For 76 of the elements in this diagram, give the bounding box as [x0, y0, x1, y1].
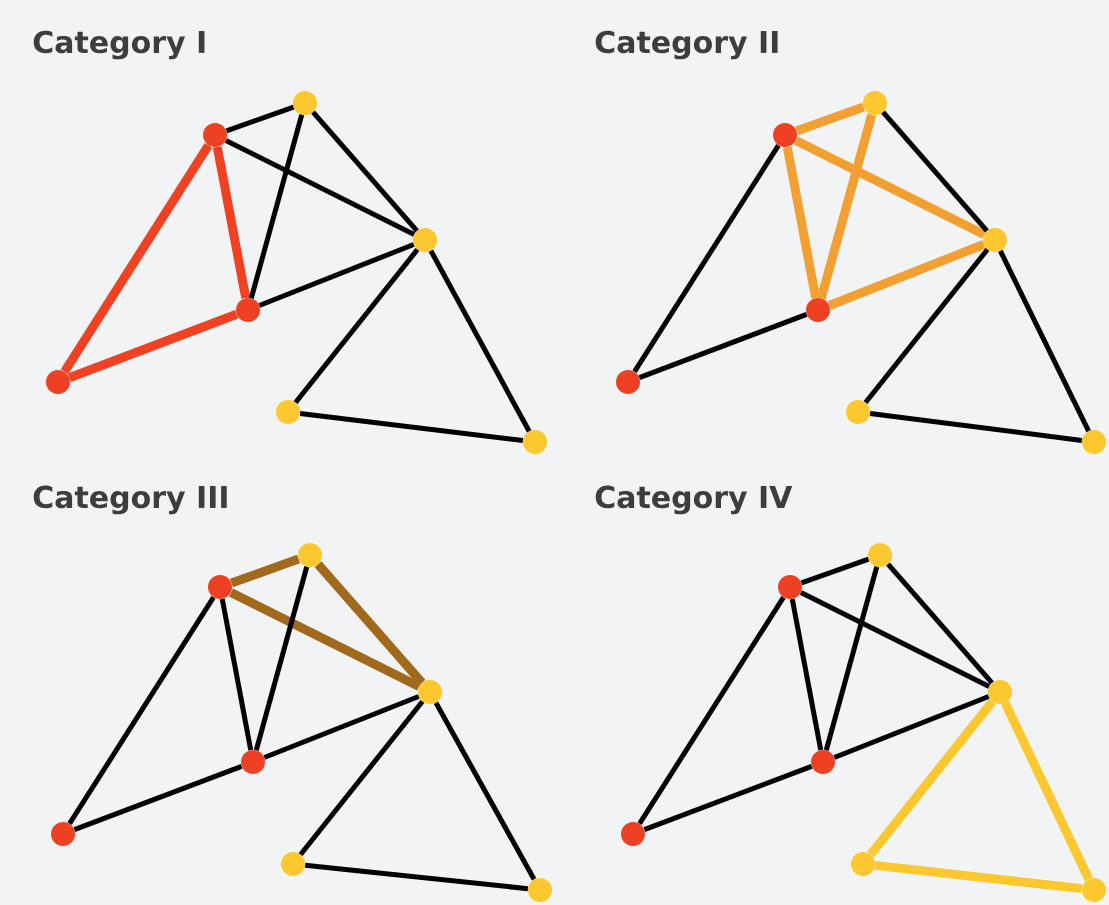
graph-vertex [51, 822, 75, 846]
graph-edge [863, 248, 990, 404]
graph-edge [874, 860, 1083, 894]
graph-vertex [298, 543, 322, 567]
graph-edge [637, 595, 786, 826]
graph-edge [248, 114, 305, 299]
graph-edge [230, 554, 300, 588]
graph-vertex [528, 878, 552, 902]
graph-edge [833, 694, 990, 760]
graph-edge [225, 104, 295, 134]
graph-edge [881, 110, 989, 233]
graph-edge [304, 862, 529, 892]
graph-edge [800, 556, 870, 586]
panel-heading: Category I [33, 30, 205, 60]
graph-edge [224, 138, 416, 237]
graph-vertex [983, 228, 1007, 252]
graph-edge [782, 146, 821, 299]
graph-vertex [868, 543, 892, 567]
graph-edge [314, 561, 426, 686]
graph-edge [253, 566, 310, 751]
graph-edge [789, 598, 824, 751]
graph-edge [886, 562, 994, 685]
graph-edge [823, 566, 880, 751]
graph-edge [869, 411, 1083, 443]
panel-heading: Category IV [595, 485, 793, 515]
graph-edge [827, 240, 986, 310]
graph-edge [298, 699, 425, 856]
graph-vertex [863, 91, 887, 115]
graph-vertex [203, 123, 227, 147]
graph-vertex [806, 298, 830, 322]
graph-vertex [778, 575, 802, 599]
graph-edge [67, 310, 239, 382]
graph-edge [311, 110, 419, 233]
graph-edge [258, 242, 415, 308]
graph-vertex [1082, 430, 1106, 454]
graph-edge [293, 248, 420, 404]
graph-edge [1001, 701, 1093, 881]
graph-vertex [1082, 878, 1106, 902]
graph-vertex [523, 430, 547, 454]
graph-vertex [276, 400, 300, 424]
graph-vertex [241, 750, 265, 774]
graph-vertex [281, 852, 305, 876]
graph-edge [867, 698, 996, 858]
graph-edge [998, 249, 1091, 433]
graph-edge [793, 136, 987, 239]
graph-edge [428, 249, 532, 433]
graph-vertex [46, 370, 70, 394]
graph-vertex [846, 400, 870, 424]
graph-vertex [851, 852, 875, 876]
panel-heading: Category III [33, 485, 227, 515]
graph-edge [638, 312, 808, 380]
panel-heading: Category II [595, 30, 778, 60]
graph-edge [263, 694, 420, 760]
graph-edge [73, 764, 243, 832]
graph-edge [816, 113, 877, 300]
graph-edge [67, 595, 216, 826]
graph-vertex [616, 370, 640, 394]
graph-edge [299, 411, 524, 443]
graph-edge [799, 590, 991, 689]
graph-edge [212, 146, 251, 299]
graph-vertex [621, 822, 645, 846]
graph-edge [433, 701, 537, 881]
graph-edge [60, 142, 213, 375]
graph-edge [228, 588, 422, 691]
graph-edge [632, 143, 781, 374]
graph-vertex [773, 123, 797, 147]
graph-vertex [208, 575, 232, 599]
graph-edge [643, 764, 813, 832]
graph-edge [795, 102, 865, 136]
graph-vertex [293, 91, 317, 115]
graph-vertex [413, 228, 437, 252]
graph-vertex [988, 680, 1012, 704]
graph-vertex [418, 680, 442, 704]
graph-vertex [811, 750, 835, 774]
graph-edge [219, 598, 254, 751]
graph-vertex [236, 298, 260, 322]
